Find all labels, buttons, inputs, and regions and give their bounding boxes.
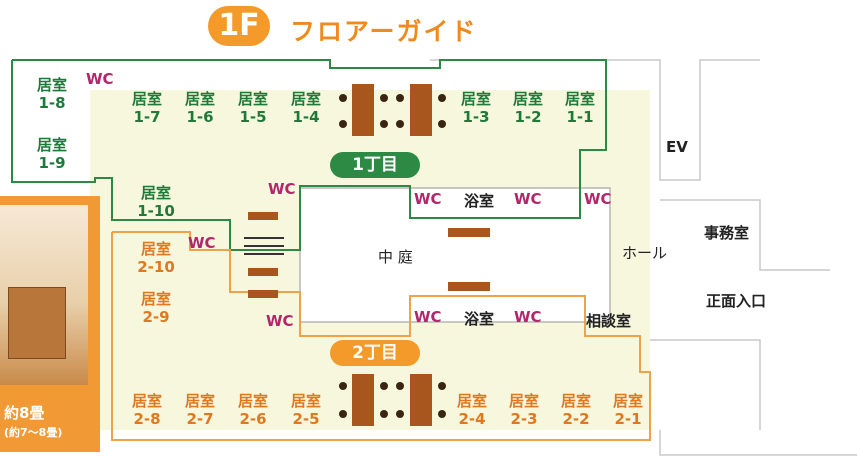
wc-label: WC bbox=[268, 180, 296, 198]
bath-label: 浴室 bbox=[464, 192, 495, 210]
wc-label: WC bbox=[188, 234, 216, 252]
room-size-text: 約8畳 bbox=[4, 404, 45, 422]
wc-label: WC bbox=[414, 190, 442, 208]
room-size-range-text: (約7～8畳) bbox=[4, 426, 63, 439]
page-title: フロアーガイド bbox=[290, 17, 478, 46]
entrance-label: 正面入口 bbox=[706, 292, 767, 310]
wc-label: WC bbox=[414, 308, 442, 326]
wc-label: WC bbox=[86, 70, 114, 88]
bath-label: 浴室 bbox=[464, 310, 495, 328]
dresser-icon bbox=[8, 287, 66, 359]
wc-label: WC bbox=[266, 312, 294, 330]
zone1-label: 1丁目 bbox=[330, 152, 420, 178]
hall-label: ホール bbox=[622, 244, 668, 262]
wc-label: WC bbox=[584, 190, 612, 208]
office-label: 事務室 bbox=[704, 224, 750, 242]
ev-label: EV bbox=[666, 138, 688, 156]
courtyard-label: 中 庭 bbox=[378, 248, 413, 266]
floor-badge: 1F bbox=[208, 6, 270, 46]
consult-room-label: 相談室 bbox=[586, 312, 632, 330]
wc-label: WC bbox=[514, 308, 542, 326]
room-photo bbox=[0, 205, 88, 385]
wc-label: WC bbox=[514, 190, 542, 208]
zone2-label: 2丁目 bbox=[330, 340, 420, 366]
